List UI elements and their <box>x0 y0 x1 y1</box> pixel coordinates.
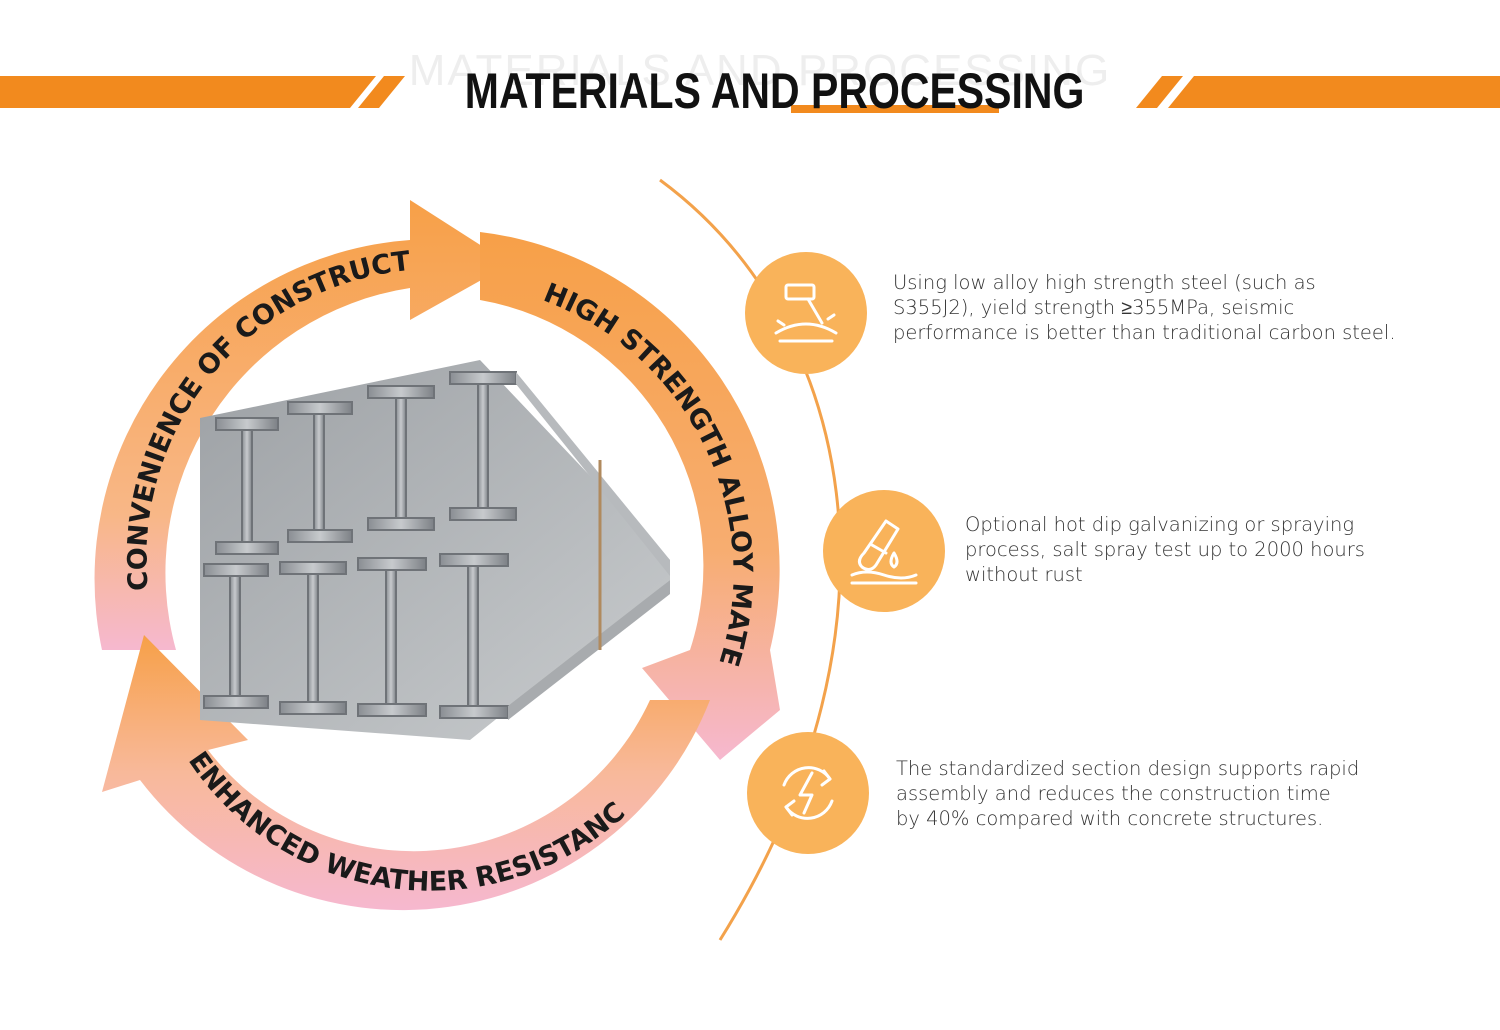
cycle-diagram: CONVENIENCE OF CONSTRUCTION HIGH STRENGT… <box>80 180 780 911</box>
page-title: MATERIALS AND PROCESSING <box>464 63 1085 119</box>
feature-text-construction: The standardized section design supports… <box>896 757 1360 830</box>
feature-icon-circle-1 <box>745 252 867 374</box>
lightning-cycle-icon <box>782 766 834 820</box>
test-tube-icon <box>850 519 918 585</box>
page-title-ghost: MATERIALS AND PROCESSING <box>408 46 1112 95</box>
arrow-weather <box>102 635 710 911</box>
header-stripe-right <box>1136 72 1500 112</box>
feature-icon-circle-2 <box>823 490 945 612</box>
steel-beams-image <box>200 360 670 740</box>
title-underline <box>791 105 999 113</box>
arrow-convenience <box>94 200 510 650</box>
feature-icon-circle-3 <box>747 732 869 854</box>
header: MATERIALS AND PROCESSING MATERIALS AND P… <box>400 40 1120 130</box>
arrow-high-strength <box>480 232 780 760</box>
feature-text-weather: Optional hot dip galvanizing or spraying… <box>965 513 1365 586</box>
feature-text-high-strength: Using low alloy high strength steel (suc… <box>893 271 1396 344</box>
header-stripe-left <box>0 72 410 112</box>
hammer-icon <box>774 283 838 343</box>
